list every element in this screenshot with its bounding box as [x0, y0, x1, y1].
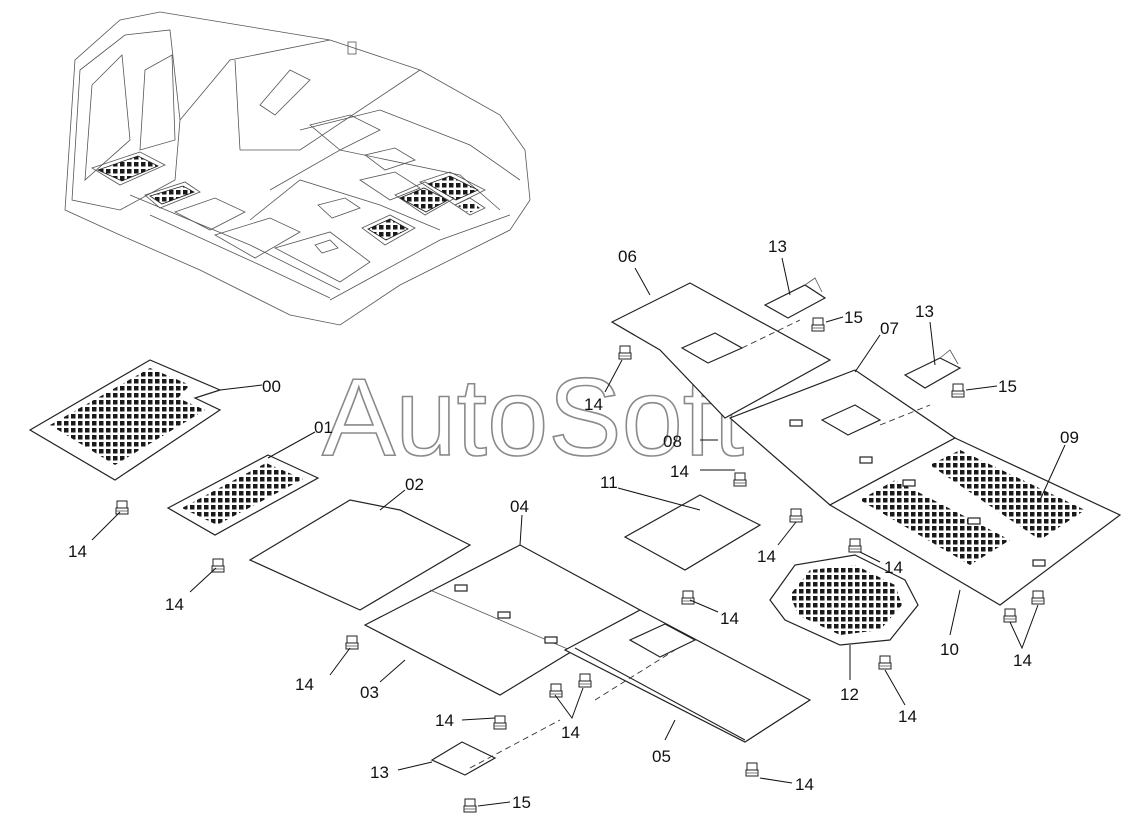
label-01: 01	[314, 418, 333, 437]
label-14: 14	[898, 707, 917, 726]
excavator-overview	[64, 11, 531, 326]
label-14: 14	[561, 723, 580, 742]
label-06: 06	[618, 247, 637, 266]
part-09-10-plate	[789, 419, 1122, 606]
label-15: 15	[844, 308, 863, 327]
part-11-plate	[623, 494, 762, 571]
label-14: 14	[757, 547, 776, 566]
label-14: 14	[1013, 651, 1032, 670]
label-14: 14	[68, 542, 87, 561]
part-06-plate	[610, 282, 832, 419]
label-02: 02	[405, 475, 424, 494]
label-14: 14	[670, 462, 689, 481]
label-13-bottom: 13	[370, 763, 389, 782]
part-12-plate	[769, 554, 919, 646]
label-14: 14	[720, 609, 739, 628]
label-14: 14	[295, 675, 314, 694]
label-14: 14	[795, 775, 814, 794]
part-02-plate	[248, 499, 472, 611]
label-00: 00	[262, 377, 281, 396]
label-14: 14	[165, 595, 184, 614]
label-15: 15	[998, 377, 1017, 396]
label-10: 10	[940, 640, 959, 659]
label-14: 14	[584, 395, 603, 414]
label-13-top: 13	[768, 237, 787, 256]
label-11: 11	[600, 473, 618, 492]
part-05-plate	[563, 609, 812, 743]
label-13-right: 13	[915, 302, 934, 321]
label-08: 08	[663, 432, 682, 451]
watermark-text: AutoSoft	[322, 356, 744, 479]
label-03: 03	[360, 683, 379, 702]
label-07: 07	[880, 319, 899, 338]
label-04: 04	[510, 497, 529, 516]
leader-lines	[91, 257, 1066, 807]
label-14: 14	[884, 558, 903, 577]
part-13-brackets	[430, 277, 962, 776]
part-number-labels: 00 01 02 03 04 05 06 07 08 09 10 11 12 1…	[68, 237, 1079, 812]
label-12: 12	[840, 685, 859, 704]
label-05: 05	[652, 747, 671, 766]
label-15: 15	[512, 793, 531, 812]
label-14: 14	[435, 711, 454, 730]
label-09: 09	[1060, 428, 1079, 447]
part-00-plate	[28, 359, 222, 481]
part-01-plate	[166, 454, 320, 536]
